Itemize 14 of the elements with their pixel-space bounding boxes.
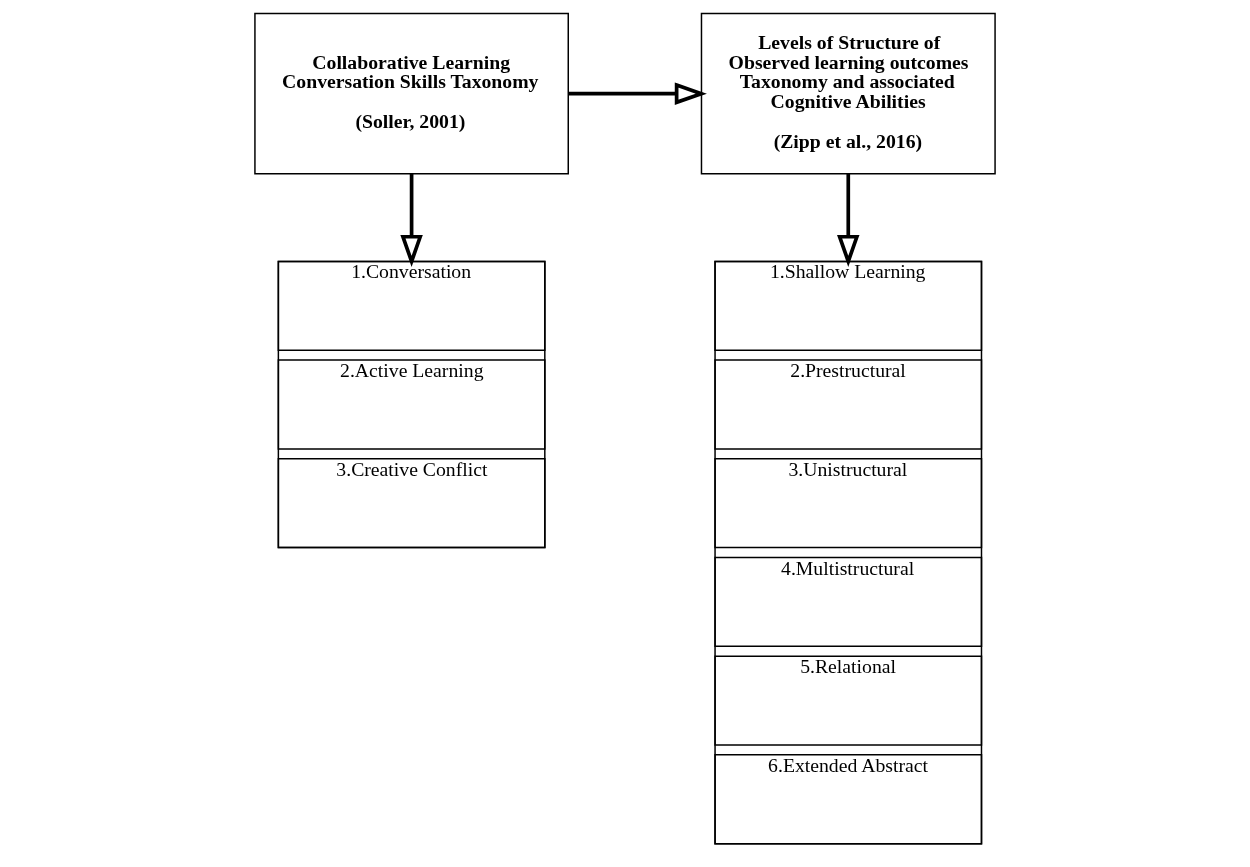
node-box: 1.Conversation [277,260,546,351]
node-box: 6.Extended Abstract [714,754,983,845]
node-box: 2.Prestructural [714,359,983,450]
node-box: 3.Unistructural [714,458,983,549]
arrow [568,82,707,105]
arrow [837,173,860,267]
node-box: 4.Multistructural [714,556,983,648]
node-box: 5.Relational [714,655,983,746]
arrow [400,173,423,267]
node-box: 3.Creative Conflict [277,458,546,549]
node-box: 1.Shallow Learning [714,260,983,351]
node-box: Levels of Structure of Observed learning outcomes Taxonomy and associated Cognitive Abilities (Zipp et al., 2016) [700,12,996,175]
node-box: 2.Active Learning [277,359,546,450]
node-box: Collaborative Learning Conversation Skills Taxonomy (Soller, 2001) [254,12,569,175]
